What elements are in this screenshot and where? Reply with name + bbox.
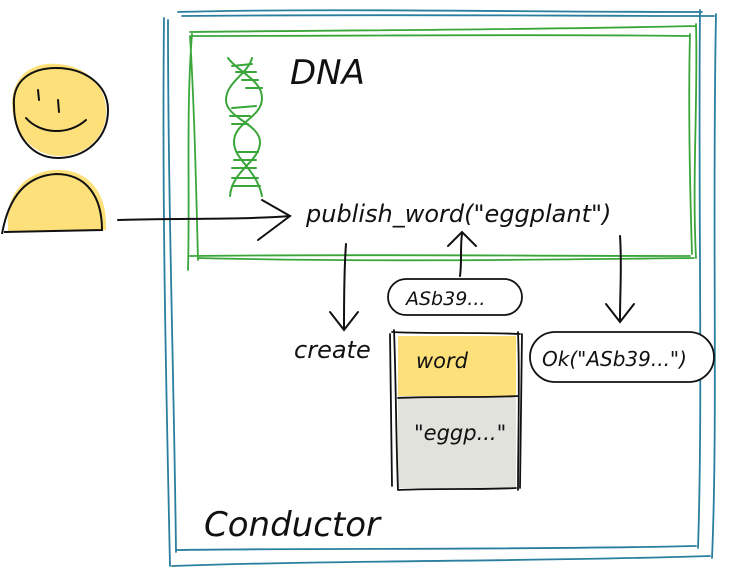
entry-stack: word "eggp..." (389, 329, 523, 491)
create-label: create (294, 336, 371, 364)
entry-header-fill (398, 336, 516, 396)
hash-return-arrow (447, 230, 477, 277)
result-pill-text: Ok("ASb39...") (542, 347, 687, 371)
function-call-label: publish_word("eggplant") (305, 200, 611, 228)
agent-figure (1, 63, 110, 235)
result-arrow (605, 235, 635, 324)
entry-type-label: word (416, 349, 469, 373)
conductor-border (162, 9, 717, 567)
agent-left-eye (37, 89, 40, 101)
agent-head-outline (12, 66, 110, 160)
agent-body-outline (1, 172, 104, 235)
hash-pill (387, 278, 523, 316)
agent-body-fill (7, 169, 107, 232)
call-arrow (117, 199, 292, 241)
entry-content-label: "eggp..." (414, 421, 506, 445)
entry-stack-outline (389, 329, 523, 491)
dna-helix-icon (224, 57, 264, 197)
create-arrow (329, 243, 359, 332)
conductor-label: Conductor (204, 505, 382, 545)
agent-right-eye (57, 99, 60, 113)
dna-module-border (187, 23, 698, 271)
entry-body-fill (398, 396, 516, 488)
dna-label: DNA (290, 53, 365, 93)
hash-pill-text: ASb39... (404, 288, 485, 310)
agent-smile (25, 117, 87, 133)
result-pill (529, 331, 715, 383)
